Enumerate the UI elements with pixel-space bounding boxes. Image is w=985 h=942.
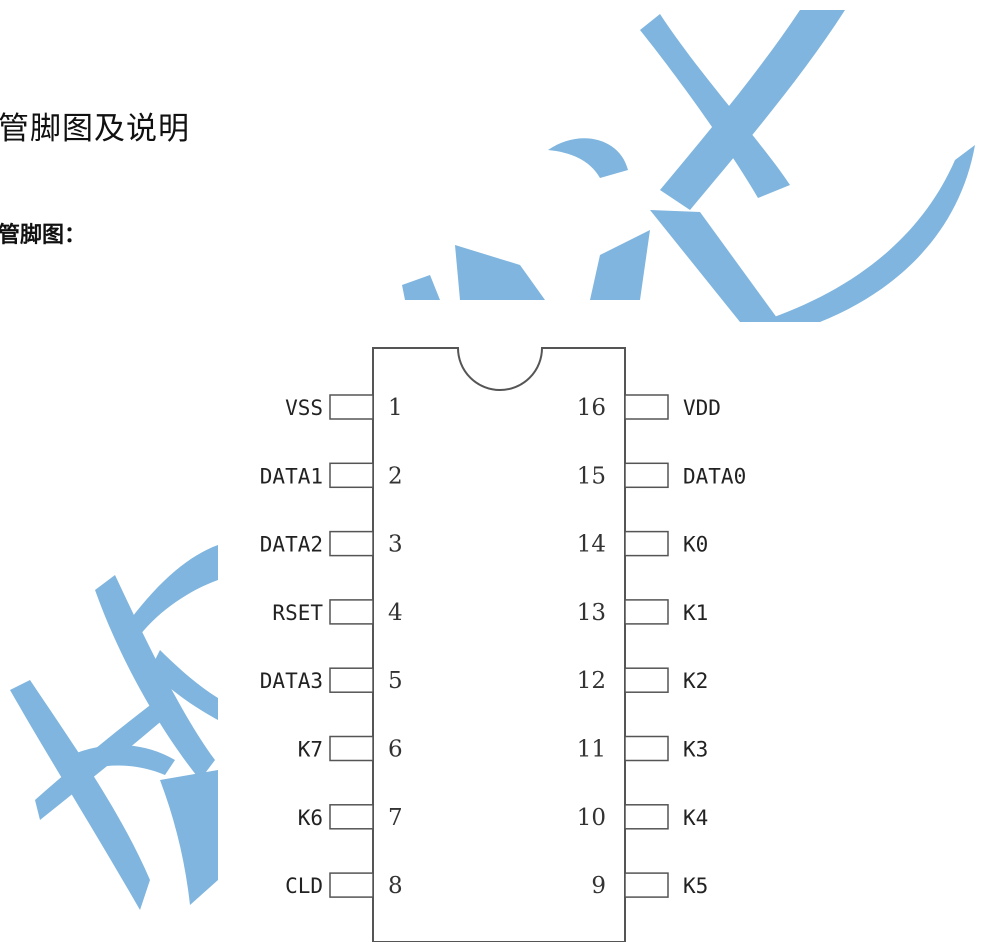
right-pin-16: VDD 16 — [577, 394, 721, 421]
pin-number: 1 — [388, 395, 403, 421]
pin-number: 14 — [577, 532, 606, 558]
pin-number: 6 — [388, 737, 403, 763]
pin-name: K0 — [683, 533, 708, 557]
pin-number: 13 — [577, 600, 606, 626]
left-pin-3: DATA2 3 — [260, 530, 403, 558]
pin-name: VSS — [285, 396, 323, 420]
pin-lead — [624, 530, 669, 557]
pin-name: DATA3 — [260, 669, 323, 693]
pin-number: 15 — [577, 463, 606, 489]
pin-name: K1 — [683, 601, 708, 625]
pin-name: K3 — [683, 738, 708, 762]
right-pin-13: K1 13 — [577, 599, 708, 626]
section-title: 管脚图及说明 — [0, 111, 190, 147]
right-pin-15: DATA0 15 — [577, 462, 746, 489]
right-pin-14: K0 14 — [577, 530, 708, 558]
left-pin-4: RSET 4 — [272, 599, 403, 626]
pin-name: K2 — [683, 669, 708, 693]
pin-lead — [624, 667, 669, 693]
pin-name: K5 — [683, 874, 708, 898]
pin-lead — [329, 599, 374, 625]
pin-name: CLD — [285, 874, 323, 898]
pin-name: K4 — [683, 806, 708, 830]
right-pin-9: K5 9 — [591, 872, 708, 899]
pin-number: 11 — [577, 737, 606, 763]
pin-lead — [329, 872, 374, 898]
pin-number: 5 — [388, 668, 403, 694]
pin-name: VDD — [683, 396, 721, 420]
left-pin-6: K7 6 — [298, 735, 403, 763]
pin-lead — [329, 667, 374, 693]
pin-lead — [329, 530, 374, 557]
pin-number: 12 — [577, 668, 606, 694]
pin-number: 9 — [591, 873, 606, 899]
pin-number: 10 — [577, 805, 606, 831]
pin-lead — [624, 394, 669, 420]
pin-lead — [329, 735, 374, 762]
pin-number: 4 — [388, 600, 403, 626]
pin-lead — [624, 804, 669, 830]
left-pin-8: CLD 8 — [285, 872, 403, 899]
left-pin-2: DATA1 2 — [260, 462, 403, 489]
pin-lead — [329, 462, 374, 489]
pin-lead — [329, 394, 374, 420]
pin-name: K7 — [298, 738, 323, 762]
pin-lead — [329, 804, 374, 830]
right-pin-11: K3 11 — [577, 735, 708, 763]
right-pin-12: K2 12 — [577, 667, 708, 694]
right-pin-10: K4 10 — [577, 804, 708, 831]
left-pin-7: K6 7 — [298, 804, 403, 831]
pin-number: 7 — [388, 805, 403, 831]
left-pin-5: DATA3 5 — [260, 667, 403, 694]
pin-lead — [624, 462, 669, 489]
pin-name: RSET — [272, 601, 323, 625]
pin-number: 16 — [577, 395, 606, 421]
subsection-title: 管脚图： — [0, 222, 87, 248]
chip-body — [372, 347, 626, 942]
pin-number: 3 — [388, 532, 403, 558]
pin-number: 8 — [388, 873, 403, 899]
pin-name: DATA0 — [683, 464, 746, 488]
pin-lead — [624, 872, 669, 898]
pin-lead — [624, 599, 669, 625]
pin-name: DATA1 — [260, 464, 323, 488]
pin-name: DATA2 — [260, 533, 323, 557]
pin-name: K6 — [298, 806, 323, 830]
left-pin-1: VSS 1 — [285, 394, 403, 421]
pin-lead — [624, 735, 669, 762]
pin-number: 2 — [388, 463, 403, 489]
